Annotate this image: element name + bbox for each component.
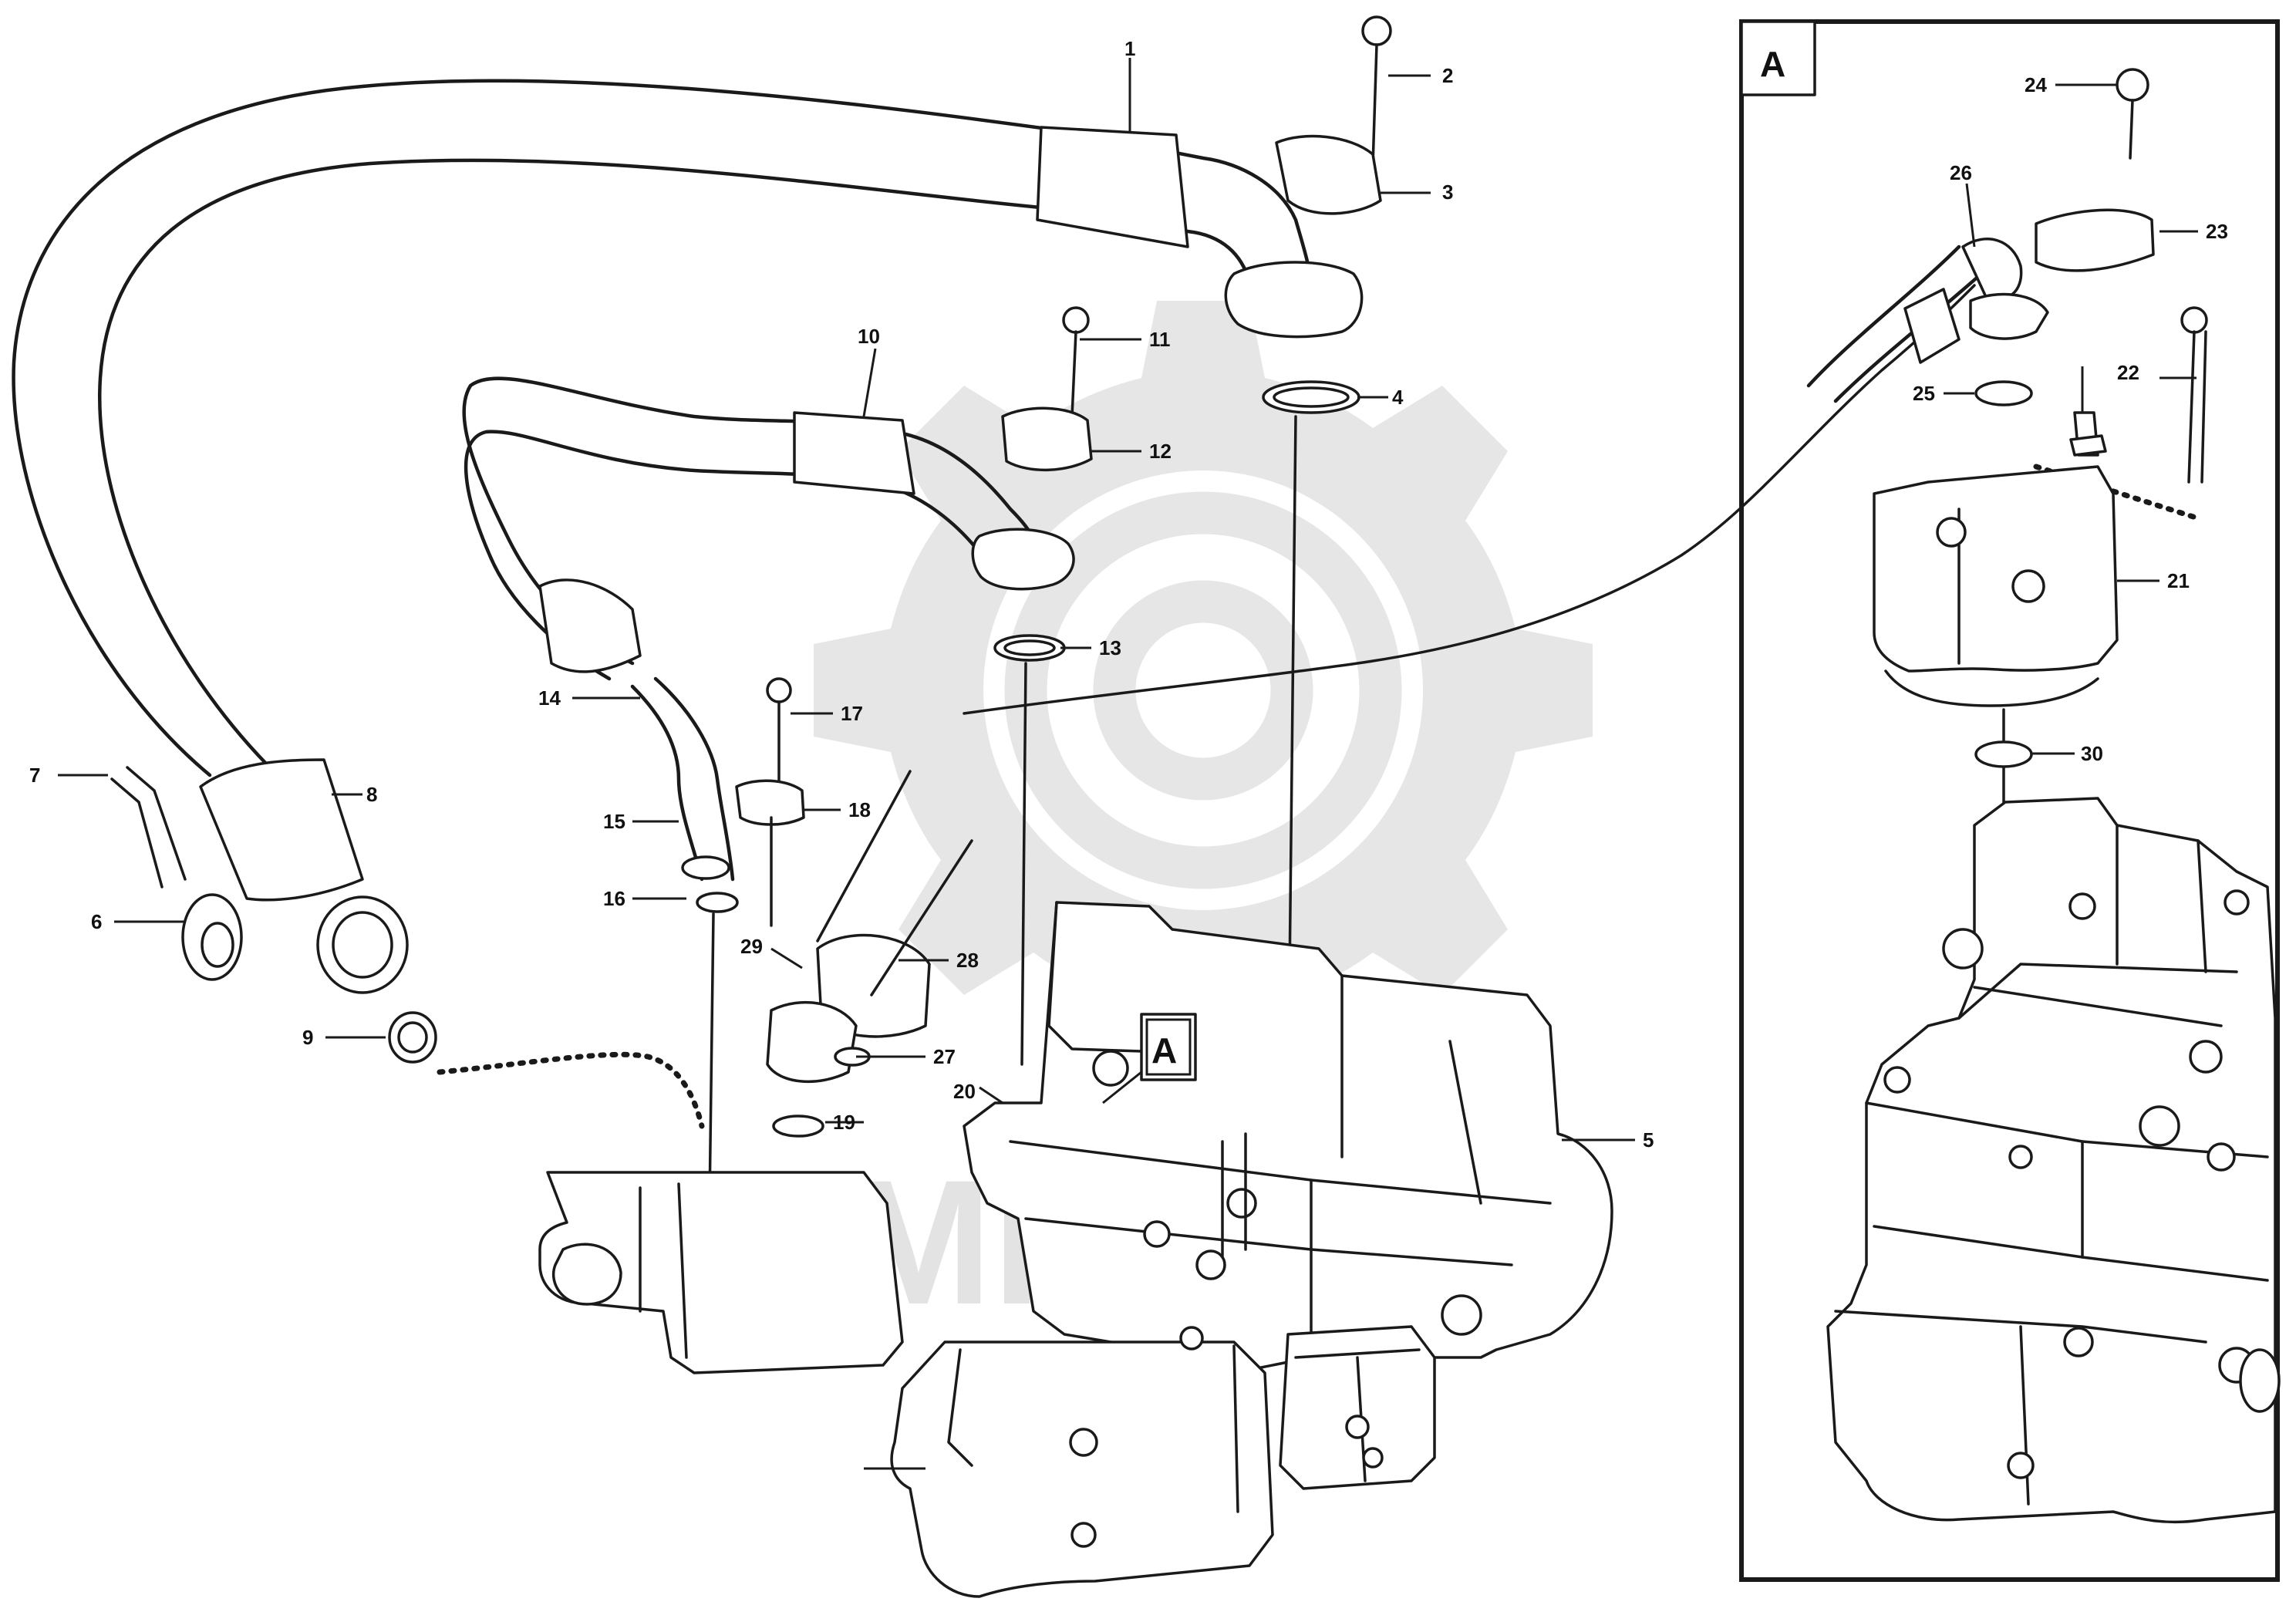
detail-panel-a: A	[1739, 19, 2281, 1582]
label-15: 15	[603, 810, 625, 833]
label-4: 4	[1392, 386, 1404, 409]
label-1: 1	[1124, 37, 1135, 60]
label-18: 18	[848, 798, 871, 821]
detail-caption: A	[1760, 44, 1785, 84]
callout-a-box	[1140, 1013, 1197, 1081]
detail-caption-box	[1740, 20, 1816, 96]
label-23: 23	[2206, 220, 2228, 243]
hose-long	[12, 79, 1364, 994]
part-labels: 1 2 3 4 5 6 7 8 9 10 11 12 13 14 15 16 1…	[29, 37, 2228, 1152]
label-7: 7	[29, 764, 40, 787]
label-13: 13	[1099, 636, 1121, 659]
clamps-bolts	[735, 15, 1392, 1138]
label-8: 8	[366, 783, 377, 806]
label-22: 22	[2117, 361, 2139, 384]
label-19: 19	[833, 1111, 855, 1134]
label-24: 24	[2025, 73, 2047, 96]
label-12: 12	[1149, 440, 1172, 463]
label-3: 3	[1442, 180, 1453, 204]
detail-panel-frame	[1739, 19, 2280, 1582]
label-17: 17	[841, 702, 863, 725]
label-26: 26	[1950, 161, 1972, 184]
callout-a-caption: A	[1151, 1030, 1177, 1071]
label-21: 21	[2167, 569, 2190, 592]
label-27: 27	[933, 1045, 956, 1068]
label-14: 14	[538, 686, 561, 710]
pipe-small	[630, 676, 739, 913]
label-11: 11	[1149, 328, 1171, 351]
label-6: 6	[91, 910, 102, 933]
label-28: 28	[956, 949, 979, 972]
label-20: 20	[953, 1080, 976, 1103]
callout-a: A	[1102, 1013, 1197, 1104]
fittings-left	[110, 766, 437, 1064]
label-16: 16	[603, 887, 625, 910]
label-2: 2	[1442, 64, 1453, 87]
leader-lines	[58, 58, 2198, 1470]
hose-medium	[462, 376, 1075, 681]
label-29: 29	[740, 935, 763, 958]
main-valve-block	[538, 901, 1613, 1598]
label-25: 25	[1913, 382, 1935, 405]
label-10: 10	[858, 325, 880, 348]
label-30: 30	[2081, 742, 2103, 765]
label-5: 5	[1643, 1128, 1654, 1152]
label-9: 9	[302, 1026, 313, 1049]
